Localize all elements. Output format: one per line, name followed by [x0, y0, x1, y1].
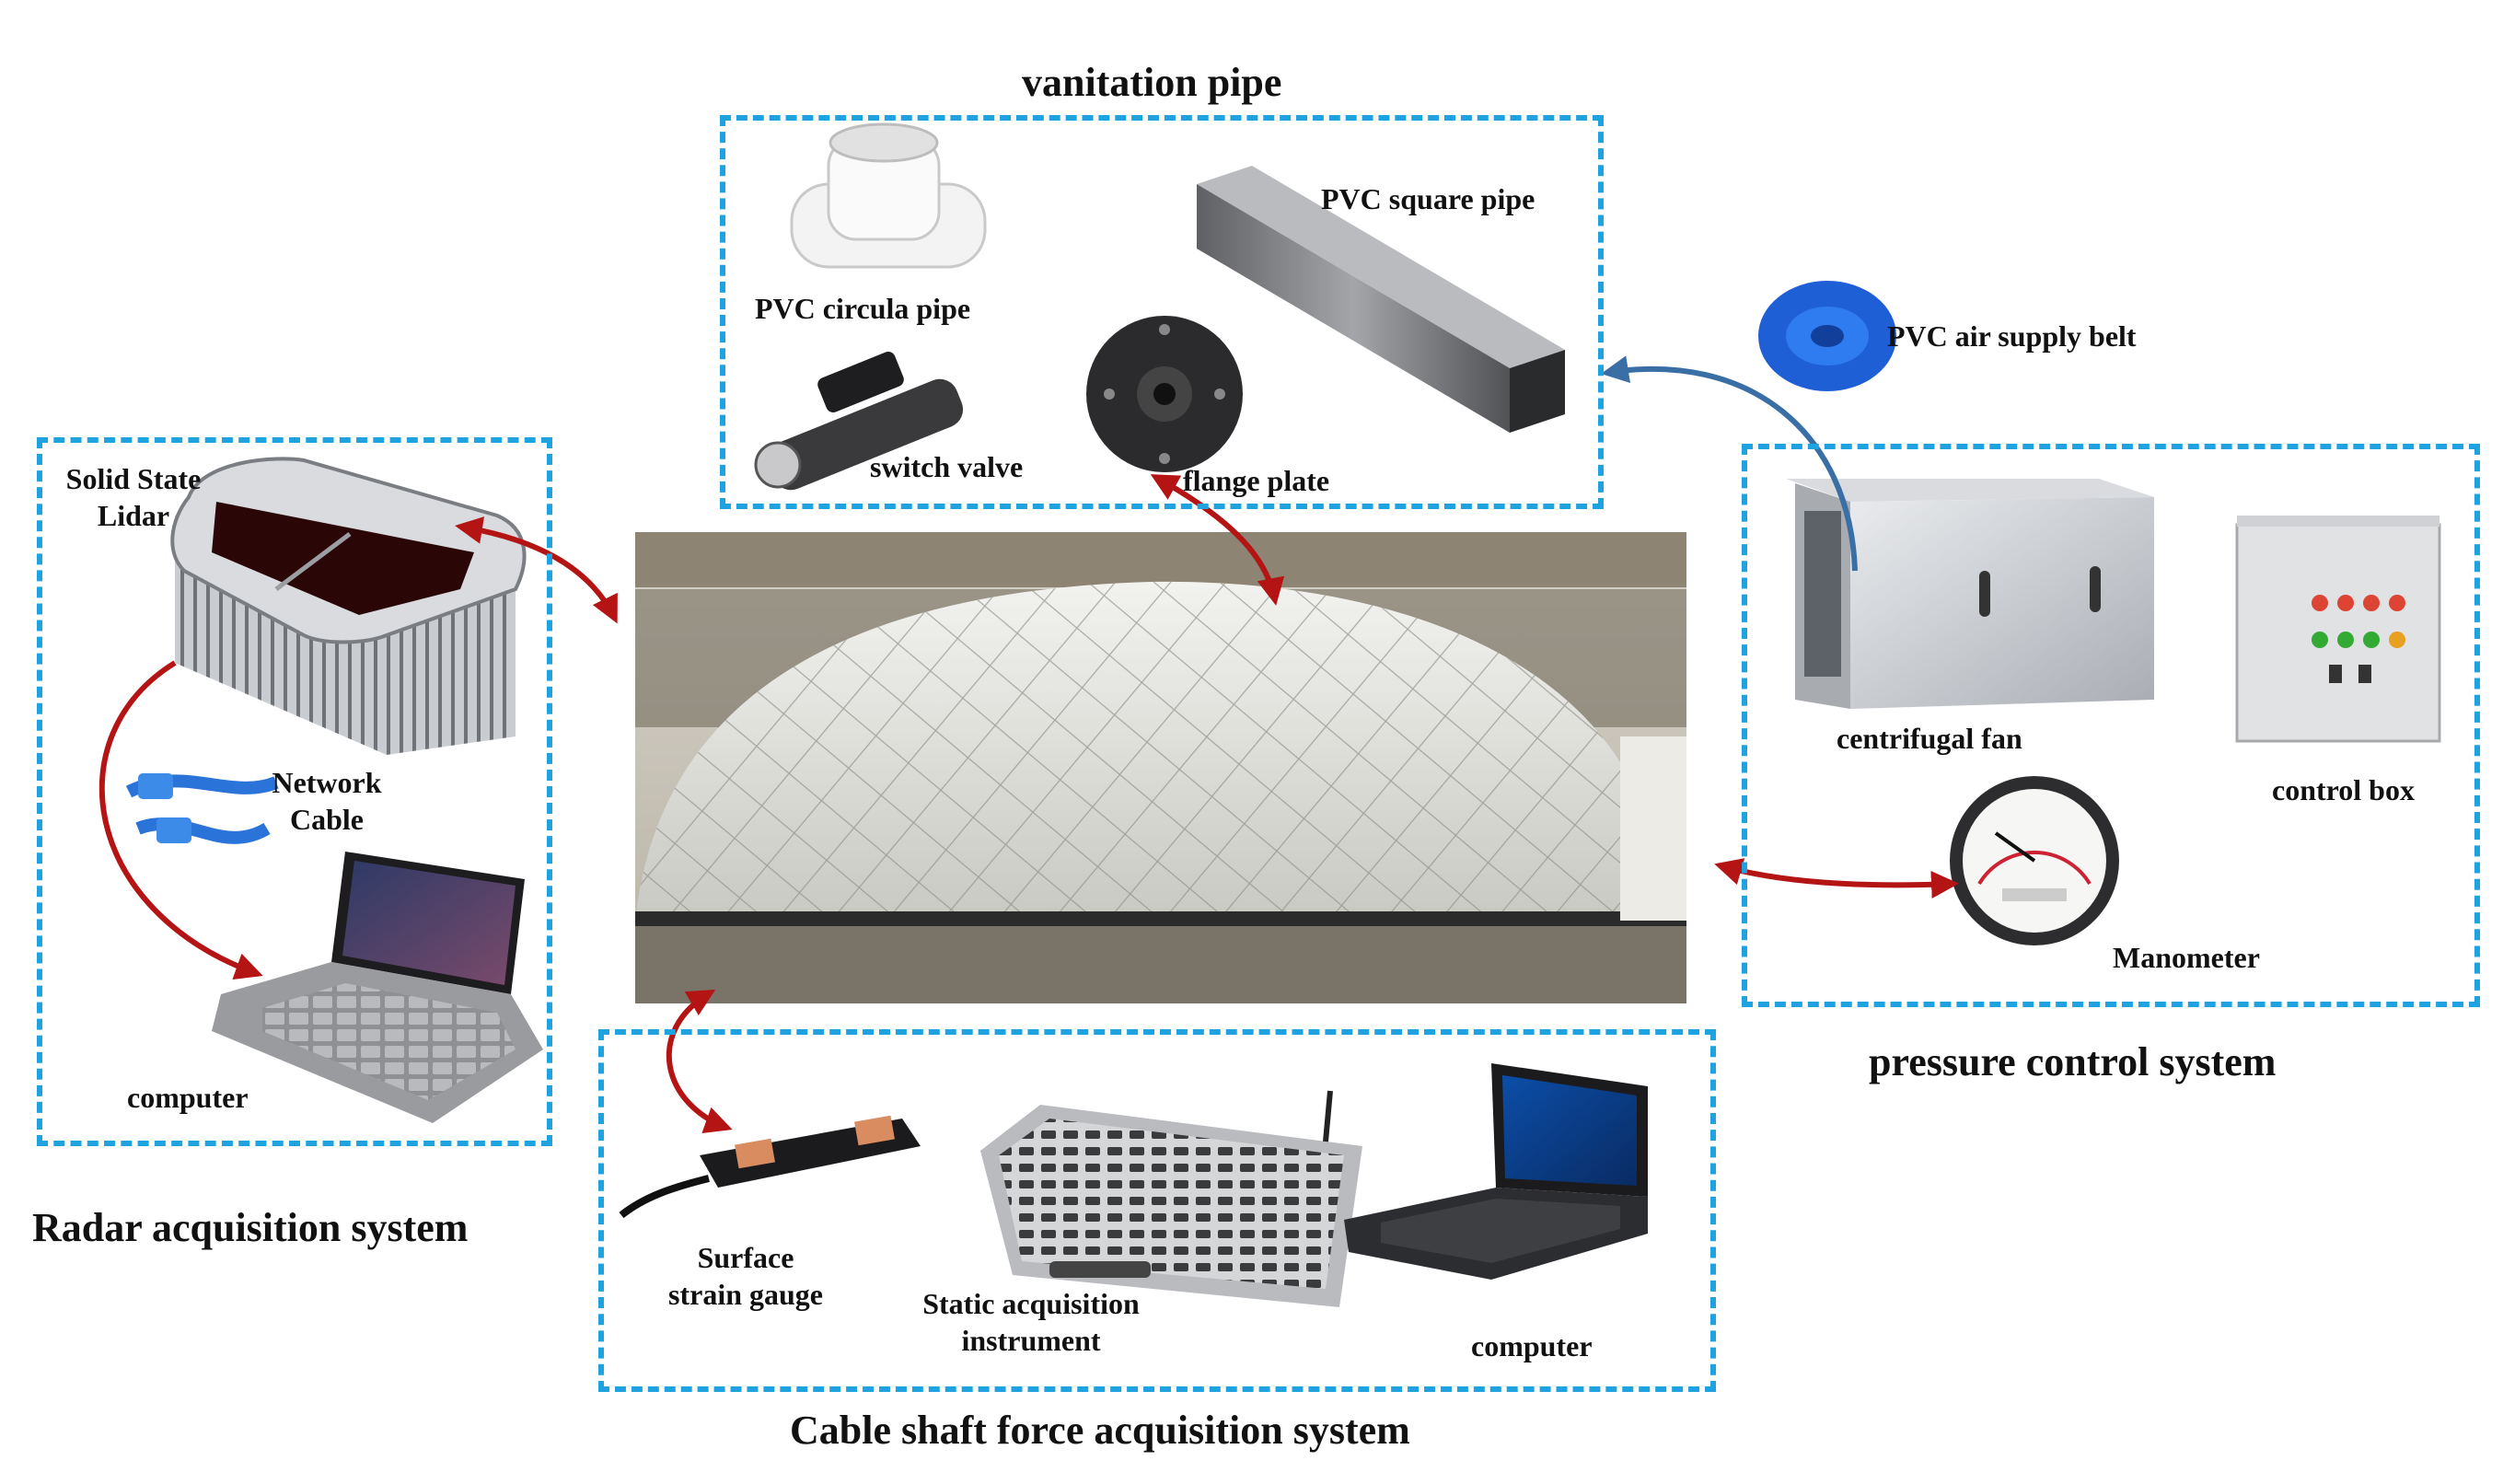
solid-state-lidar-image	[170, 457, 527, 755]
air-dome-photo	[635, 532, 1686, 1003]
manometer-label: Manometer	[2113, 941, 2260, 974]
pvc-circular-pipe-label: PVC circula pipe	[755, 292, 971, 325]
radar-acquisition-title: Radar acquisition system	[32, 1205, 469, 1250]
ventilation-pipe-box	[720, 115, 1604, 509]
surface-strain-gauge-image	[619, 1115, 921, 1219]
static-label-line2: instrument	[961, 1324, 1101, 1357]
gauge-label-line2: strain gauge	[668, 1278, 823, 1311]
switch-valve-image	[754, 352, 964, 491]
static-acquisition-instrument-label: Static acquisition instrument	[893, 1285, 1169, 1359]
flange-plate-label: flange plate	[1183, 464, 1330, 497]
cable-label-line1: Network	[272, 766, 382, 799]
gauge-label-line1: Surface	[697, 1241, 794, 1274]
arrow-manometer-dome	[1714, 858, 1959, 899]
cable-force-acquisition-title: Cable shaft force acquisition system	[790, 1408, 1410, 1453]
network-cable-label: Network Cable	[239, 764, 414, 838]
cable-computer-label: computer	[1471, 1329, 1593, 1362]
centrifugal-fan-label: centrifugal fan	[1837, 722, 2022, 755]
pvc-circular-pipe-image	[790, 122, 987, 269]
arrow-lidar-computer	[98, 660, 263, 980]
flange-plate-image	[1086, 316, 1243, 472]
switch-valve-label: switch valve	[870, 450, 1024, 483]
arrow-flange-dome	[1150, 474, 1285, 606]
arrow-fan-square-pipe	[1601, 355, 1858, 572]
surface-strain-gauge-label: Surface strain gauge	[635, 1239, 856, 1313]
pvc-square-pipe-label: PVC square pipe	[1321, 182, 1535, 215]
pvc-air-supply-belt-image	[1758, 281, 1896, 391]
lidar-label-line1: Solid State	[65, 462, 202, 495]
cable-label-line2: Cable	[290, 803, 364, 836]
pressure-control-box	[1742, 444, 2480, 1007]
arrow-dome-strain-gauge	[666, 989, 733, 1134]
arrow-lidar-dome	[455, 516, 618, 624]
radar-laptop-image	[212, 852, 543, 1123]
connection-arrows	[98, 355, 1959, 1134]
solid-state-lidar-label: Solid State Lidar	[46, 460, 221, 534]
lidar-label-line2: Lidar	[97, 499, 170, 532]
control-box-label: control box	[2272, 773, 2415, 806]
network-cable-image	[125, 773, 279, 844]
static-label-line1: Static acquisition	[922, 1287, 1140, 1320]
radar-acquisition-box	[37, 437, 552, 1146]
pressure-control-title: pressure control system	[1869, 1039, 2277, 1084]
cable-laptop-image	[1344, 1063, 1648, 1280]
ventilation-pipe-title: vanitation pipe	[1022, 60, 1282, 105]
static-acquisition-instrument-image	[980, 1090, 1362, 1307]
pvc-square-pipe-image	[1197, 166, 1565, 433]
pvc-air-supply-belt-label: PVC air supply belt	[1887, 319, 2137, 353]
control-box-image	[2235, 516, 2441, 743]
radar-computer-label: computer	[127, 1081, 249, 1114]
centrifugal-fan-image	[1786, 479, 2154, 709]
manometer-image	[1950, 776, 2119, 945]
cable-force-acquisition-box	[598, 1029, 1716, 1392]
